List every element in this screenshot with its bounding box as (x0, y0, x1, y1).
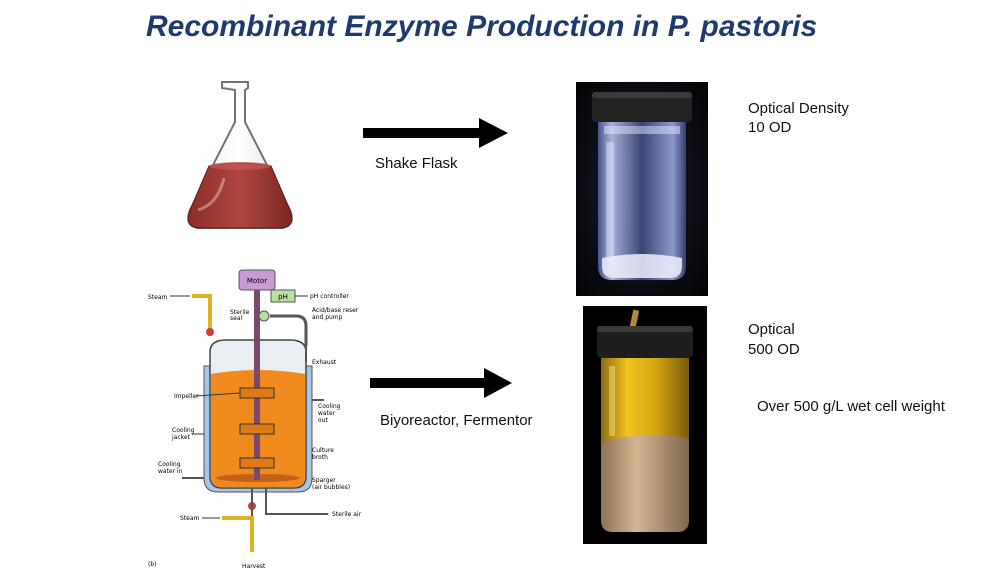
arrow-right-icon (363, 118, 508, 148)
bioreactor-label: Biyoreactor, Fermentor (380, 412, 533, 429)
cooling-out-label-2: water (318, 410, 336, 417)
steam-bottom-label: Steam (180, 515, 200, 522)
impeller-label: Impeller (174, 393, 199, 400)
shake-flask-label: Shake Flask (375, 155, 458, 172)
wet-cell-weight-label: Over 500 g/L wet cell weight (757, 398, 945, 415)
acid-base-label-2: and pump (312, 314, 343, 321)
ph-controller-label: pH controller (310, 293, 349, 300)
sterile-seal-label-1: Sterile (230, 309, 250, 316)
panel-label: (b) (148, 561, 157, 568)
cooling-in-label-1: Cooling (158, 461, 181, 468)
motor-label: Motor (247, 277, 267, 285)
shake-flask-od-value: 10 OD (748, 119, 792, 136)
culture-label-1: Culture (312, 447, 334, 454)
steam-top-label: Steam (148, 294, 168, 301)
bioreactor-diagram: Motor pH pH controller Acid/base reser a… (148, 269, 362, 570)
cooling-in-label-2: water in (158, 468, 183, 475)
bioreactor-culture-jar-image (583, 306, 707, 544)
ph-box-label: pH (278, 293, 288, 301)
cooling-jacket-label-1: Cooling (172, 427, 195, 434)
culture-label-2: broth (312, 454, 328, 461)
acid-base-label-1: Acid/base reser (312, 307, 359, 314)
cooling-out-label-3: out (318, 417, 328, 424)
cooling-jacket-label-2: jacket (171, 434, 191, 441)
bioreactor-od-label: Optical (748, 321, 795, 338)
shake-flask-od-label: Optical Density (748, 100, 849, 117)
cooling-out-label-1: Cooling (318, 403, 341, 410)
exhaust-label: Exhaust (312, 359, 337, 366)
sparger-label-2: (air bubbles) (312, 484, 350, 491)
bioreactor-od-value: 500 OD (748, 341, 800, 358)
sparger-label-1: Sparger (312, 477, 336, 484)
arrow-right-icon (370, 368, 512, 398)
harvest-label: Harvest (242, 563, 266, 570)
slide-title: Recombinant Enzyme Production in P. past… (146, 10, 818, 43)
shake-flask-illustration (187, 81, 293, 229)
shake-flask-culture-jar-image (576, 82, 708, 296)
sterile-seal-label-2: seal (230, 315, 242, 322)
sterile-air-label: Sterile air (332, 511, 362, 518)
